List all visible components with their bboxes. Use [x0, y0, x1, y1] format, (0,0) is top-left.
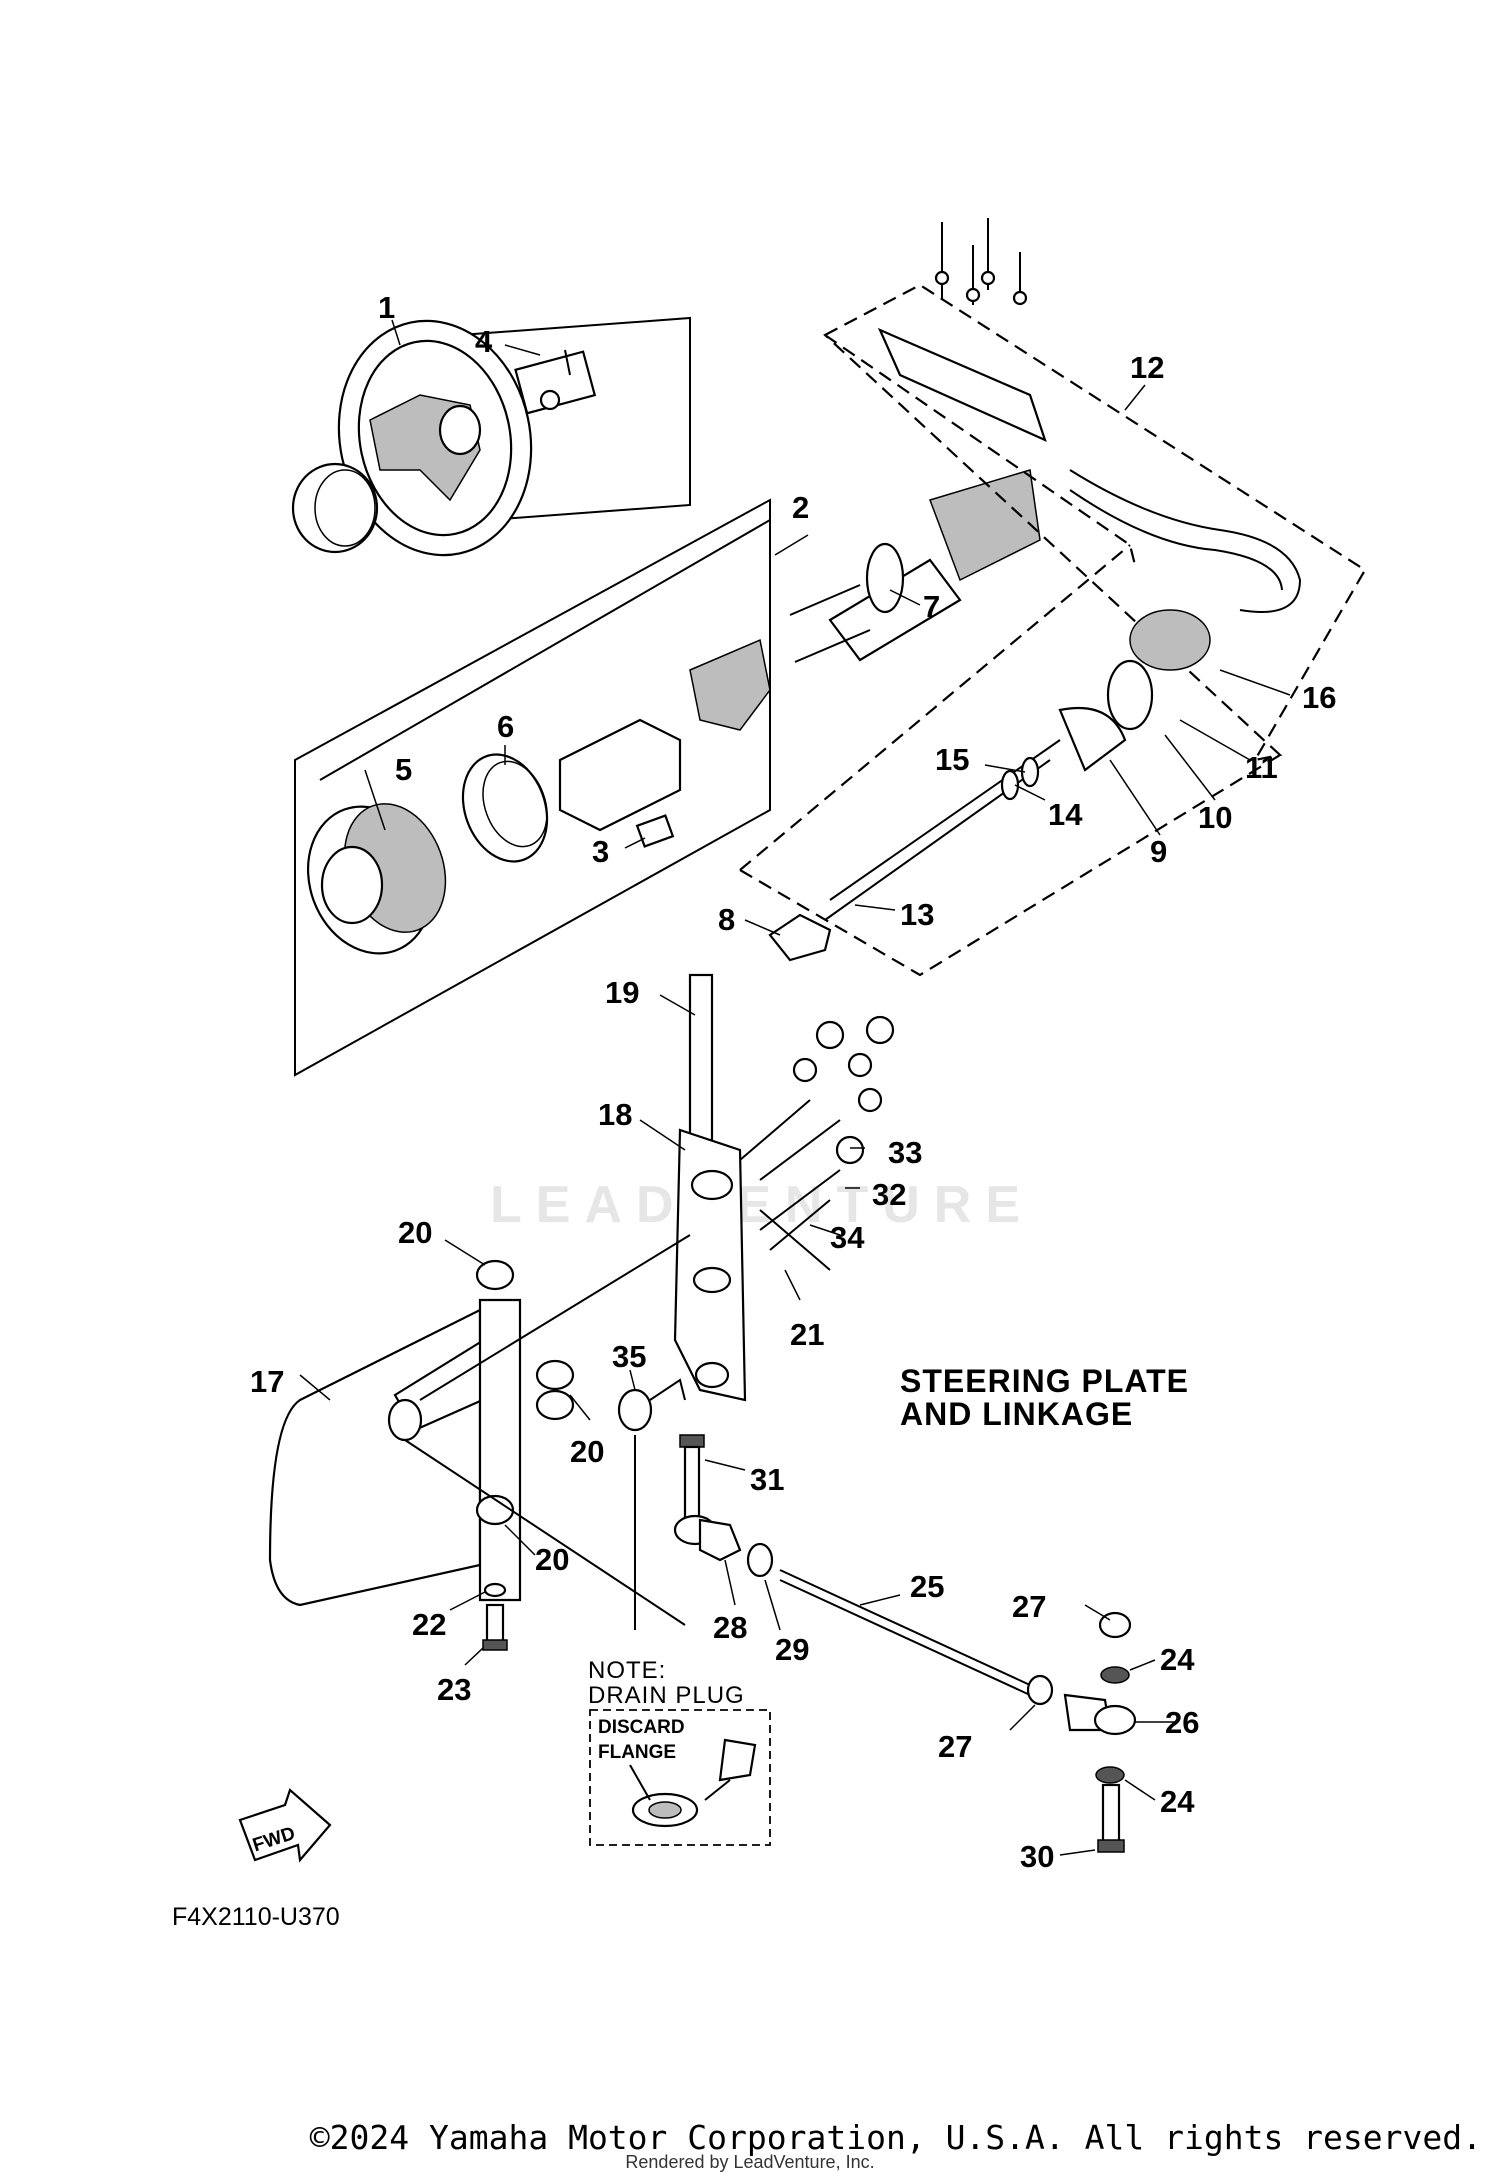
callout-5: 5 [395, 752, 412, 787]
wire-harness [877, 327, 1302, 731]
steering-cable [768, 706, 1127, 962]
callout-14: 14 [1048, 797, 1083, 832]
callout-21: 21 [790, 1317, 824, 1352]
harness-group-box [823, 283, 1367, 762]
callout-24a: 24 [1160, 1642, 1195, 1677]
callout-13: 13 [900, 897, 934, 932]
lower-bolt [482, 1582, 508, 1651]
callout-28: 28 [713, 1610, 747, 1645]
nut-washer-set [514, 349, 597, 415]
callout-4: 4 [475, 324, 493, 359]
callout-23: 23 [437, 1672, 471, 1707]
callout-19: 19 [605, 975, 639, 1010]
note-subject: DRAIN PLUG [588, 1682, 745, 1709]
callout-17: 17 [250, 1364, 284, 1399]
watermark-text: LEADVENTURE [490, 1176, 1034, 1234]
copyright-notice: ©2024 Yamaha Motor Corporation, U.S.A. A… [309, 2118, 1482, 2157]
steering-bracket [268, 1234, 691, 1626]
callout-34: 34 [830, 1220, 865, 1255]
callout-32: 32 [872, 1177, 906, 1212]
steering-rod [779, 1569, 1054, 1706]
joint-assembly [673, 1434, 774, 1578]
callout-24b: 24 [1160, 1784, 1195, 1819]
callout-11: 11 [1245, 750, 1278, 785]
callout-10: 10 [1198, 800, 1232, 835]
drain-plug-note [589, 1709, 771, 1846]
callout-6: 6 [497, 709, 514, 744]
callout-7: 7 [923, 589, 940, 624]
callout-35: 35 [612, 1339, 646, 1374]
callout-20a: 20 [398, 1215, 432, 1250]
callout-20c: 20 [535, 1542, 569, 1577]
callout-16: 16 [1302, 680, 1336, 715]
steering-plate [673, 973, 831, 1402]
studs-nuts-washers [739, 1015, 895, 1251]
top-bolts [934, 218, 1028, 306]
forward-arrow-icon: FWD [238, 1788, 332, 1863]
callout-15: 15 [935, 742, 969, 777]
note-heading: NOTE: [588, 1657, 666, 1684]
callout-22: 22 [412, 1607, 446, 1642]
steering-column-assembly [294, 498, 771, 1077]
note-box-line1: DISCARD [598, 1717, 685, 1738]
callout-26: 26 [1165, 1705, 1199, 1740]
callout-20b: 20 [570, 1434, 604, 1469]
callout-31: 31 [750, 1462, 784, 1497]
ball-joint [1063, 1611, 1137, 1853]
leader-lines [299, 319, 1291, 1856]
callout-27b: 27 [938, 1729, 972, 1764]
callout-27a: 27 [1012, 1589, 1046, 1624]
diagram-code: F4X2110-U370 [172, 1903, 340, 1931]
callout-33: 33 [888, 1135, 922, 1170]
callout-9: 9 [1150, 834, 1167, 869]
callout-3: 3 [592, 834, 609, 869]
rendered-by-credit: Rendered by LeadVenture, Inc. [625, 2152, 875, 2172]
diagram-title-line1: STEERING PLATE [900, 1363, 1189, 1399]
drain-plug [617, 1378, 686, 1630]
callout-8: 8 [718, 902, 735, 937]
callouts: 1 2 3 4 5 6 7 8 9 10 11 12 13 14 15 16 1… [250, 290, 1336, 1874]
callout-29: 29 [775, 1632, 809, 1667]
note-box-line2: FLANGE [598, 1742, 676, 1763]
callout-25: 25 [910, 1569, 944, 1604]
steering-wheel [291, 316, 691, 557]
callout-12: 12 [1130, 350, 1164, 385]
steering-shaft [789, 469, 1041, 663]
callout-2: 2 [792, 490, 809, 525]
callout-30: 30 [1020, 1839, 1054, 1874]
callout-1: 1 [378, 290, 395, 325]
cable-group-box [739, 544, 1281, 977]
diagram-title-line2: AND LINKAGE [900, 1396, 1133, 1432]
callout-18: 18 [598, 1097, 632, 1132]
